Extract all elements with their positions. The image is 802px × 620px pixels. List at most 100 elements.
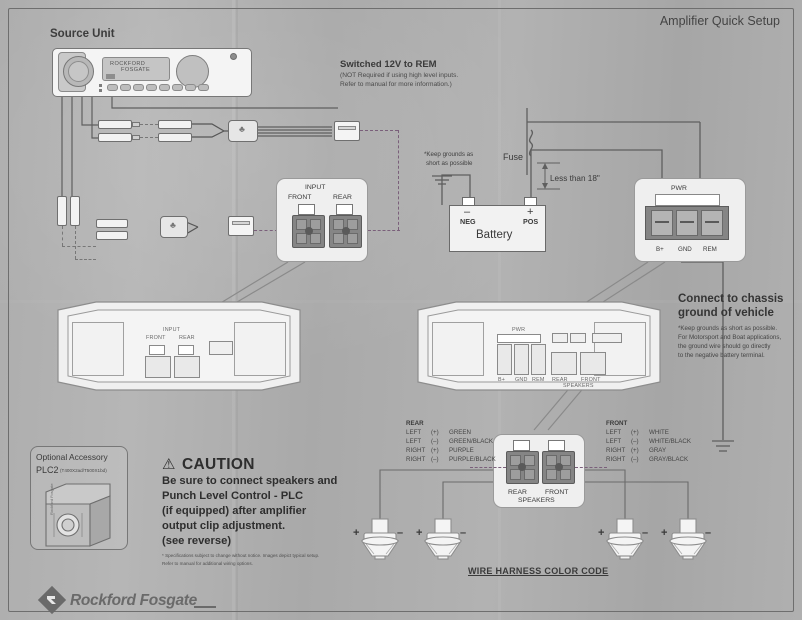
input-connector-pin [333, 233, 344, 244]
connection-dash [140, 137, 158, 138]
harness-logo: ♣ [170, 220, 176, 230]
source-unit-button[interactable] [185, 84, 196, 91]
sheet-border [8, 8, 794, 612]
harness-front-row-color: WHITE [649, 429, 669, 436]
brand-underline [194, 606, 216, 608]
right-amp-terminal-gnd[interactable] [514, 344, 529, 375]
right-amp-pwr-title: PWR [512, 327, 526, 333]
source-unit-volume-knob-inner[interactable] [68, 61, 89, 82]
source-unit-button[interactable] [133, 84, 144, 91]
power-terminal-label-bplus: B+ [656, 246, 664, 253]
caution-line1: Be sure to connect speakers and [162, 475, 338, 487]
source-unit-button[interactable] [107, 84, 118, 91]
molex-connector-tab [232, 221, 250, 225]
connection-dash [398, 130, 399, 230]
right-amp-controls[interactable] [592, 333, 622, 343]
input-connector-pin [296, 233, 307, 244]
harness-rear-row-color: GREEN [449, 429, 472, 436]
speaker-plus-terminal: + [416, 527, 423, 539]
power-terminal-screw [680, 221, 694, 223]
right-amp-terminal-bplus[interactable] [497, 344, 512, 375]
caution-warning-icon: ⚠ [162, 456, 176, 473]
harness-front-row-channel: LEFT [606, 438, 622, 445]
harness-rear-row-polarity: (+) [431, 447, 439, 454]
input-callout-front-label: FRONT [288, 194, 312, 201]
chassis-ground-note-line2: For Motorsport and Boat applications, [678, 334, 782, 341]
input-connector-tab [298, 204, 315, 215]
right-amp-controls[interactable] [552, 333, 568, 343]
source-unit-select-knob[interactable] [176, 55, 209, 88]
harness-front-group: FRONT [606, 420, 628, 427]
source-unit-indicator [99, 84, 102, 87]
source-unit-button[interactable] [198, 84, 209, 91]
harness-rear-row-channel: LEFT [406, 438, 422, 445]
speaker-connector-pin [524, 469, 535, 480]
power-terminal-bplus[interactable] [651, 210, 673, 236]
left-amp-input-connector-front[interactable] [145, 356, 171, 378]
harness-logo: ♣ [239, 124, 245, 134]
harness-rear-row-polarity: (–) [431, 438, 439, 445]
right-amp-heatsink-left [432, 322, 484, 376]
right-amp-controls[interactable] [570, 333, 586, 343]
source-unit-button[interactable] [159, 84, 170, 91]
speaker-callout-rear-label: REAR [508, 489, 527, 496]
source-unit-button[interactable] [146, 84, 157, 91]
caution-line3: (if equipped) after amplifier [162, 505, 307, 517]
input-connector-pin [310, 219, 321, 230]
source-unit-label: Source Unit [50, 28, 115, 40]
right-amp-terminal-rem[interactable] [531, 344, 546, 375]
rca-plug-vertical [57, 196, 67, 226]
power-callout-title: PWR [671, 185, 687, 192]
ground-note-line2: short as possible [426, 160, 473, 167]
left-amp-input-front: FRONT [146, 335, 166, 341]
source-unit-button[interactable] [172, 84, 183, 91]
power-terminal-gnd[interactable] [676, 210, 698, 236]
accessory-label: Optional Accessory [36, 452, 108, 462]
distance-label: Less than 18" [550, 174, 600, 183]
speaker-plus-terminal: + [661, 527, 668, 539]
left-amp-heatsink-right [234, 322, 286, 376]
rem-note-line1: (NOT Required if using high level inputs… [340, 72, 459, 79]
left-amp-controls[interactable] [209, 341, 233, 355]
speaker-connector-pin [510, 455, 521, 466]
speaker-minus-terminal: – [642, 527, 649, 539]
speaker-plus-terminal: + [353, 527, 360, 539]
caution-line5: (see reverse) [162, 535, 232, 547]
harness-rear-row-channel: RIGHT [406, 447, 426, 454]
right-amp-speaker-connector-front[interactable] [580, 352, 606, 375]
speaker-callout-bottom-label: SPEAKERS [518, 497, 555, 504]
rem-note-line2: Refer to manual for more information.) [340, 81, 452, 88]
chassis-ground-note-line4: to the negative battery terminal. [678, 352, 765, 359]
source-unit-indicator [99, 89, 102, 92]
right-amp-speaker-label-rear: REAR [552, 377, 568, 383]
battery-positive-sign: + [527, 206, 534, 218]
caution-heading: CAUTION [182, 456, 255, 473]
left-amp-input-rear: REAR [179, 335, 195, 341]
connection-dash [368, 230, 400, 231]
power-terminal-screw [655, 221, 669, 223]
power-terminal-rem[interactable] [701, 210, 723, 236]
right-amp-speaker-connector-rear[interactable] [551, 352, 577, 375]
source-unit-button[interactable] [120, 84, 131, 91]
harness-front-row-polarity: (+) [631, 447, 639, 454]
speaker-connector-center-dot [555, 463, 563, 471]
ground-note-line1: *Keep grounds as [424, 151, 474, 158]
connection-dash [575, 467, 607, 468]
left-amp-input-connector-rear[interactable] [174, 356, 200, 378]
speaker-connector-pin [546, 455, 557, 466]
input-connector-pin [310, 233, 321, 244]
left-amp-input-title: INPUT [163, 327, 181, 333]
speaker-connector-tab [548, 440, 565, 451]
harness-ferrite [228, 120, 258, 142]
speaker-connector-pin [560, 455, 571, 466]
brand-name: Rockford Fosgate [70, 592, 197, 609]
speaker-connector-pin [560, 469, 571, 480]
rca-plug [98, 133, 132, 142]
rca-plug [158, 133, 192, 142]
input-connector-tab [336, 204, 353, 215]
battery-positive-label: POS [523, 217, 539, 226]
